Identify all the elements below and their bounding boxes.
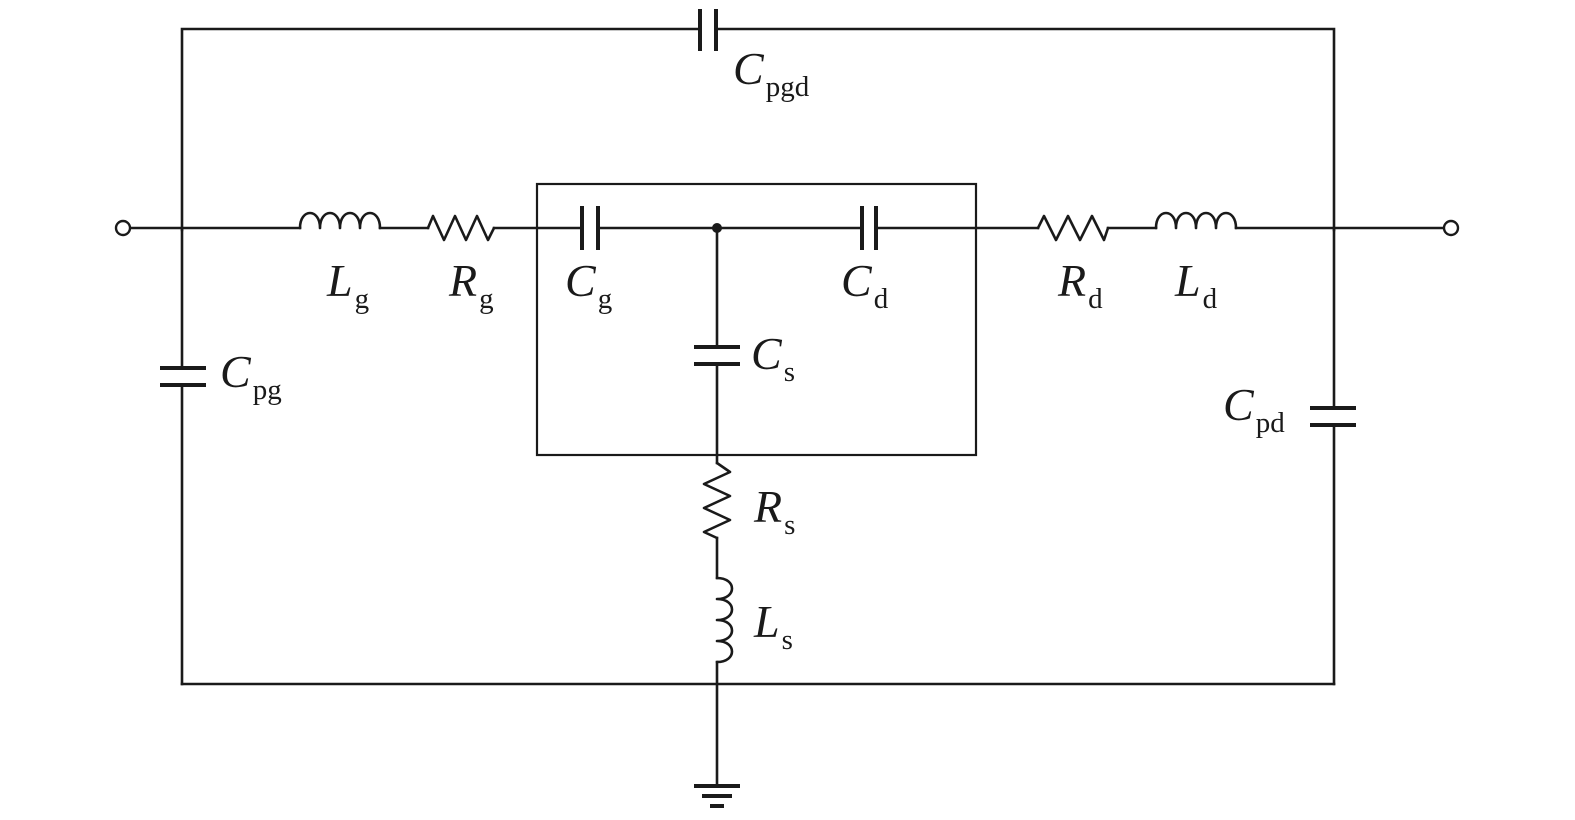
capacitor-c-d	[860, 206, 878, 250]
outer-top-wire	[180, 27, 1336, 232]
label-c-d: Cd	[841, 255, 889, 315]
output-terminal	[1442, 219, 1460, 237]
intrinsic-device-box	[535, 182, 978, 457]
label-c-pd: Cpd	[1223, 379, 1285, 439]
label-l-g: Lg	[327, 255, 370, 315]
label-r-g: Rg	[449, 255, 494, 315]
label-c-g: Cg	[565, 255, 613, 315]
label-r-s: Rs	[754, 481, 796, 541]
inductor-l-g	[298, 211, 382, 230]
label-c-s: Cs	[751, 328, 795, 388]
inductor-l-d	[1154, 211, 1238, 230]
label-r-d: Rd	[1058, 255, 1103, 315]
label-c-pgd: Cpgd	[733, 43, 810, 103]
capacitor-c-pd	[1310, 406, 1356, 427]
ground-symbol	[694, 784, 740, 808]
inductor-l-s	[715, 576, 734, 664]
capacitor-c-pg	[160, 366, 206, 387]
input-terminal	[114, 219, 132, 237]
resistor-r-g	[426, 214, 496, 242]
resistor-r-d	[1036, 214, 1110, 242]
label-c-pg: Cpg	[220, 346, 282, 406]
resistor-r-s	[702, 461, 732, 540]
capacitor-c-pgd	[698, 9, 718, 51]
label-l-d: Ld	[1175, 255, 1218, 315]
label-l-s: Ls	[754, 596, 793, 656]
capacitor-c-s	[694, 345, 740, 366]
capacitor-c-g	[580, 206, 600, 250]
